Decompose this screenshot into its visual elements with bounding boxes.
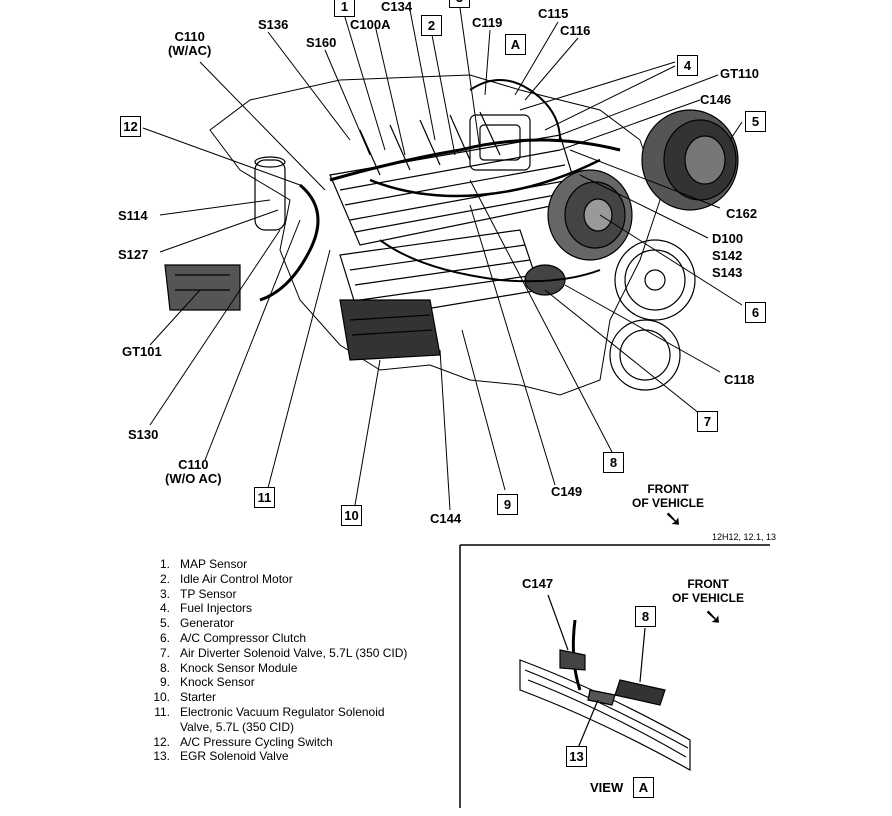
legend-item: 2. Idle Air Control Motor (132, 572, 430, 587)
front-main-line1: FRONT (647, 482, 689, 496)
legend-item: 1. MAP Sensor (132, 557, 430, 572)
callout-box-2: 2 (421, 15, 442, 36)
front-inset-line2: OF VEHICLE (672, 591, 745, 605)
legend-item-number (132, 720, 180, 735)
connector-c110-woac-label: C110 (W/O AC) (165, 458, 222, 486)
callout-box-1: 1 (334, 0, 355, 17)
inset-callout-box-13: 13 (566, 746, 587, 767)
legend-item-number: 4. (159, 601, 170, 616)
figure-code: 12H12, 12.1, 13 (712, 532, 777, 542)
splice-s130-label: S130 (128, 427, 159, 442)
callout-box-5: 5 (745, 111, 766, 132)
legend-item-text: Knock Sensor Module (180, 660, 298, 675)
legend-item: 10. Starter (132, 690, 430, 705)
legend-item-text: Electronic Vacuum Regulator Solenoid (180, 704, 385, 719)
legend-item-number: 12. (153, 734, 170, 749)
legend-item-number: 11. (154, 704, 170, 719)
legend-item-number: 7. (159, 645, 170, 660)
legend-item: 4. Fuel Injectors (132, 601, 430, 616)
splice-s114-label: S114 (118, 208, 148, 223)
splice-s136-label: S136 (258, 17, 289, 32)
legend-item-text: Generator (180, 616, 235, 631)
legend-item: 5. Generator (132, 616, 430, 631)
connector-c118-label: C118 (724, 372, 755, 387)
callout-box-a: A (505, 34, 526, 55)
callout-box-4: 4 (677, 55, 698, 76)
legend-item: 13. EGR Solenoid Valve (132, 749, 430, 764)
splice-s127-label: S127 (118, 247, 149, 262)
legend-item-text: Valve, 5.7L (350 CID) (180, 719, 295, 734)
legend-item-number: 1. (159, 557, 170, 571)
callout-box-11: 11 (254, 487, 275, 508)
splice-s143-label: S143 (712, 265, 743, 280)
legend-item-number: 8. (159, 660, 170, 675)
front-of-vehicle-inset: FRONT OF VEHICLE (672, 577, 744, 605)
diode-d100-label: D100 (712, 231, 744, 246)
view-label: VIEW (590, 780, 624, 795)
splice-s142-label: S142 (712, 248, 743, 263)
legend-item-text: A/C Compressor Clutch (180, 630, 307, 645)
legend-item: 6. A/C Compressor Clutch (132, 631, 430, 646)
callout-box-7: 7 (697, 411, 718, 432)
front-of-vehicle-main: FRONT OF VEHICLE (632, 482, 704, 510)
legend-item-number: 6. (159, 630, 170, 645)
legend-item: 11. Electronic Vacuum Regulator Solenoid (132, 705, 430, 720)
connector-c110-wac-sub: (W/AC) (168, 43, 212, 58)
front-inset-arrow-icon: ➘ (704, 604, 723, 629)
connector-c146-label: C146 (700, 92, 732, 107)
legend-item-text: Knock Sensor (180, 675, 255, 690)
legend-item: 3. TP Sensor (132, 587, 430, 602)
connector-c110-wac: C110 (174, 29, 205, 44)
legend-item: 12. A/C Pressure Cycling Switch (132, 735, 430, 750)
legend-item-number: 2. (159, 571, 170, 586)
front-arrow-icon: ➘ (664, 506, 683, 531)
legend-item-number: 9. (159, 675, 170, 690)
view-box-a: A (633, 777, 654, 798)
front-inset-line1: FRONT (687, 577, 729, 591)
inset-callout-box-8: 8 (635, 606, 656, 627)
legend-item-text: TP Sensor (180, 586, 237, 601)
callout-box-10: 10 (341, 505, 362, 526)
connector-c144-label: C144 (430, 511, 462, 526)
ground-gt101-label: GT101 (122, 344, 162, 359)
legend-item-number: 10. (153, 690, 170, 705)
connector-c110-wac-label: C110 (W/AC) (168, 30, 211, 58)
connector-c100a-label: C100A (350, 17, 391, 32)
legend-item-text: MAP Sensor (180, 557, 248, 571)
connector-c110-woac: C110 (178, 457, 209, 472)
component-legend: 1. MAP Sensor 2. Idle Air Control Motor 3. TP… (132, 557, 430, 764)
connector-c115-label: C115 (538, 6, 569, 21)
callout-box-8: 8 (603, 452, 624, 473)
legend-item-number: 3. (159, 586, 170, 601)
ground-gt110-label: GT110 (720, 66, 760, 81)
callout-box-9: 9 (497, 494, 518, 515)
connector-c116-label: C116 (560, 23, 591, 38)
legend-item-text: Idle Air Control Motor (180, 571, 293, 586)
connector-c134-label: C134 (381, 0, 413, 14)
splice-s160-label: S160 (306, 35, 337, 50)
legend-item-text: Fuel Injectors (180, 601, 253, 616)
connector-c119-label: C119 (472, 15, 503, 30)
legend-item-text: Starter (180, 690, 217, 705)
legend-item-number: 5. (159, 616, 170, 631)
legend-item: Valve, 5.7L (350 CID) (132, 720, 430, 735)
legend-item-text: A/C Pressure Cycling Switch (180, 734, 333, 749)
legend-item-text: EGR Solenoid Valve (180, 749, 289, 764)
callout-box-12: 12 (120, 116, 141, 137)
connector-c149-label: C149 (551, 484, 583, 499)
callout-box-3: 3 (449, 0, 470, 8)
front-main-line2: OF VEHICLE (632, 496, 705, 510)
connector-c162-label: C162 (726, 206, 758, 221)
callout-box-6: 6 (745, 302, 766, 323)
legend-item-number: 13. (153, 749, 170, 764)
legend-item: 8. Knock Sensor Module (132, 661, 430, 676)
legend-item-text: Air Diverter Solenoid Valve, 5.7L (350 C… (180, 645, 408, 660)
legend-item: 7. Air Diverter Solenoid Valve, 5.7L (350… (132, 646, 430, 661)
connector-c147-label: C147 (522, 576, 554, 591)
legend-item: 9. Knock Sensor (132, 675, 430, 690)
connector-c110-woac-sub: (W/O AC) (165, 471, 222, 486)
